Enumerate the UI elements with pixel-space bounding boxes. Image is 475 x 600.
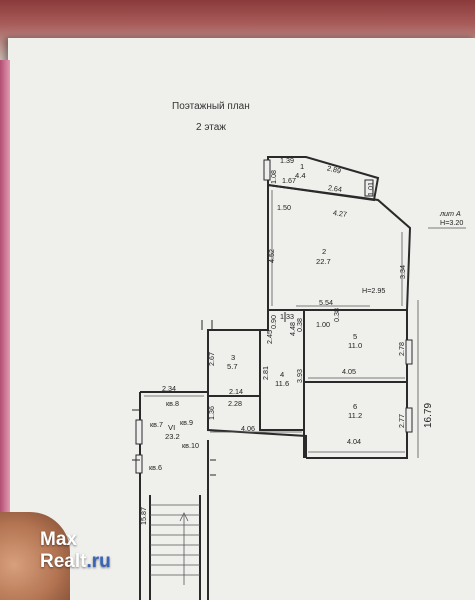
dim-1587: 15.87	[139, 507, 148, 525]
wall-room-2	[267, 183, 412, 311]
watermark-brand: Max	[40, 529, 77, 550]
room-height: H=2.95	[362, 286, 386, 295]
hand-photo-element	[0, 512, 70, 600]
window	[405, 407, 413, 433]
dim-264: 2.64	[327, 183, 343, 194]
window	[263, 159, 271, 181]
room-1-area: 4.4	[295, 171, 306, 180]
dim-139: 1.39	[280, 156, 294, 165]
dim-406: 4.06	[241, 424, 255, 433]
dim-167: 1.67	[282, 176, 296, 185]
dim-038: 0.38	[332, 308, 341, 322]
room-6-area: 11.2	[348, 411, 363, 420]
dim-281: 2.81	[261, 366, 270, 380]
room-2-number: 2	[322, 247, 327, 256]
watermark-tld: .ru	[86, 551, 111, 572]
wall-rooms-5-6	[304, 309, 408, 459]
dim-393: 3.93	[295, 369, 304, 383]
floor-plan-sheet	[8, 38, 475, 600]
dim-245: 2.45	[265, 330, 274, 344]
dim-038b: 0.38	[295, 318, 304, 332]
dim-334: 3.34	[398, 265, 407, 279]
dim-277: 2.77	[397, 414, 406, 428]
dim-100: 1.00	[316, 320, 330, 329]
apartment-label: кв.8	[166, 399, 179, 408]
window	[364, 179, 374, 197]
dim-090: 0.90	[269, 315, 278, 329]
room-3-area: 5.7	[227, 362, 238, 371]
dim-405: 4.05	[342, 367, 356, 376]
apartment-label: кв.7	[150, 420, 163, 429]
wall-room-4	[259, 310, 304, 431]
apartment-label: кв.10	[182, 441, 199, 450]
window	[405, 339, 413, 365]
room-5-area: 11.0	[348, 341, 363, 350]
stair-arrow-head	[179, 512, 189, 522]
dim-404: 4.04	[347, 437, 361, 446]
window	[135, 454, 143, 474]
watermark-name: Realt	[40, 551, 87, 572]
dim-214: 2.14	[229, 387, 243, 396]
apartment-label: кв.9	[180, 418, 193, 427]
dim-108: 1.08	[269, 170, 278, 184]
wall-stair-block	[139, 391, 307, 600]
room-5-number: 5	[353, 332, 358, 341]
room-2-area: 22.7	[316, 257, 331, 266]
dim-133: 1.33	[280, 312, 294, 321]
dim-228: 2.28	[228, 399, 242, 408]
maxrealt-watermark: Max Realt.ru	[40, 529, 111, 573]
lit-label: лит А	[440, 209, 461, 218]
room-vi-area: 23.2	[165, 432, 180, 441]
dim-278: 2.78	[397, 342, 406, 356]
dim-452: 4.52	[267, 249, 276, 263]
room-4-number: 4	[280, 370, 285, 379]
room-1-number: 1	[300, 162, 305, 171]
page-subtitle: 2 этаж	[196, 122, 226, 133]
dim-101: 1.01	[366, 182, 375, 196]
dim-427: 4.27	[332, 208, 348, 219]
wall-room-3	[207, 329, 261, 397]
window	[135, 419, 143, 445]
page-title: Поэтажный план	[172, 101, 250, 112]
dim-234: 2.34	[162, 384, 176, 393]
dim-267: 2.67	[207, 352, 216, 366]
room-3-number: 3	[231, 353, 236, 362]
dim-136: 1.36	[207, 406, 216, 420]
room-6-number: 6	[353, 402, 358, 411]
sheet-edge	[0, 60, 10, 600]
apartment-label: кв.6	[149, 463, 162, 472]
dim-150: 1.50	[277, 203, 291, 212]
overall-length: 16.79	[423, 402, 434, 428]
dim-554: 5.54	[319, 298, 333, 307]
room-vi-number: VI	[168, 423, 176, 432]
room-4-area: 11.6	[275, 379, 290, 388]
height-total: H=3.20	[440, 218, 464, 227]
